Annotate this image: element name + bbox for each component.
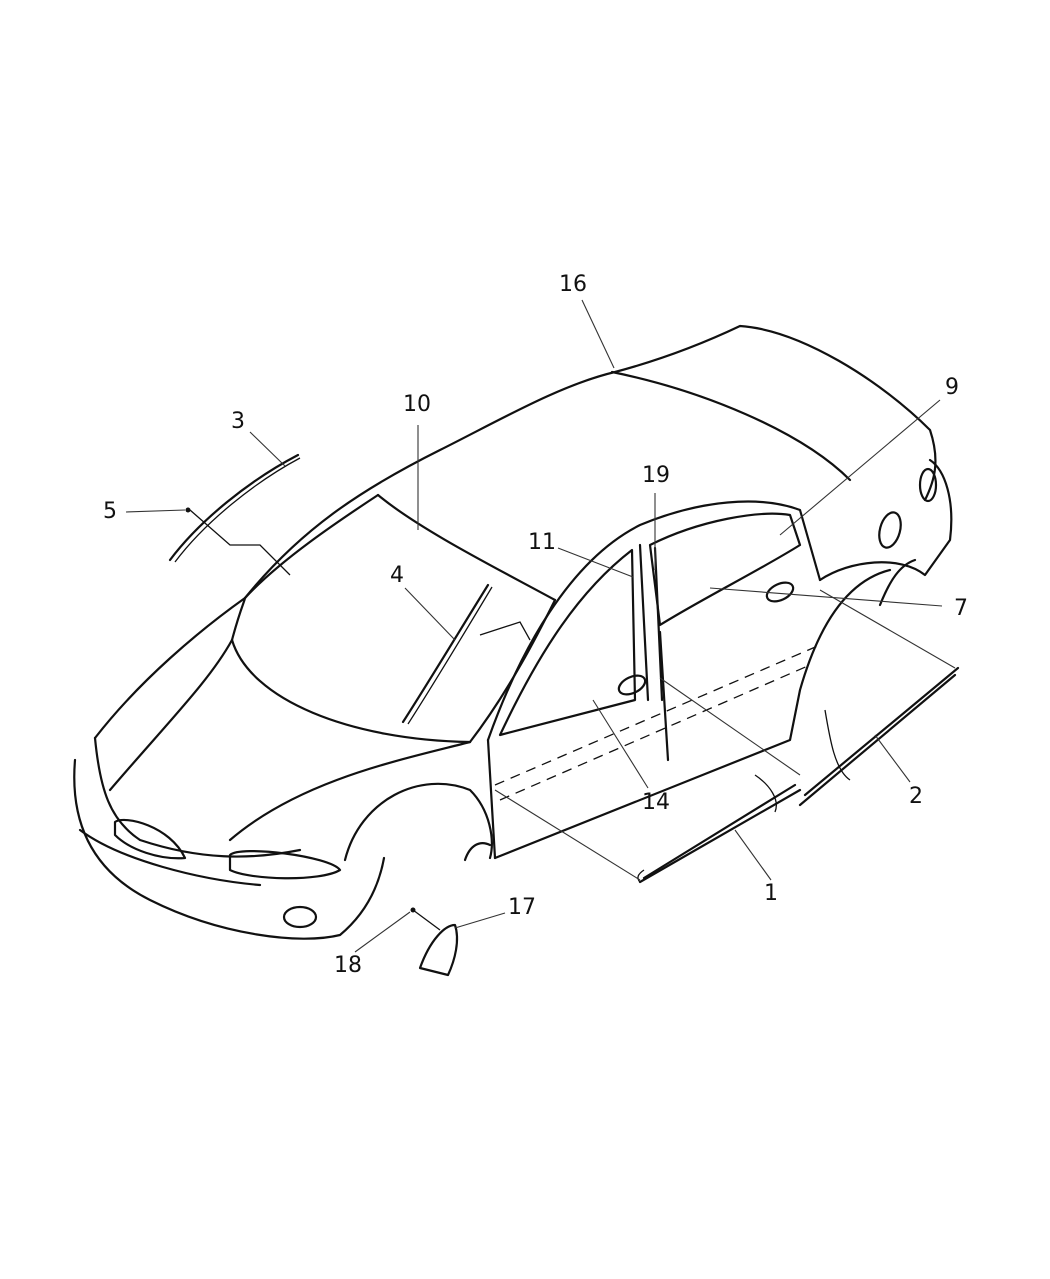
callout-17: 17 bbox=[508, 895, 536, 920]
callout-4: 4 bbox=[390, 563, 404, 588]
callout-16: 16 bbox=[559, 272, 587, 297]
leader-lines bbox=[125, 299, 956, 953]
car-body bbox=[73, 324, 953, 940]
callout-3: 3 bbox=[231, 409, 245, 434]
callout-14: 14 bbox=[642, 790, 670, 815]
callout-1: 1 bbox=[764, 881, 778, 906]
callout-19: 19 bbox=[642, 463, 670, 488]
callout-10: 10 bbox=[403, 392, 431, 417]
callout-11: 11 bbox=[528, 530, 556, 555]
callout-2: 2 bbox=[909, 784, 923, 809]
callout-18: 18 bbox=[334, 953, 362, 978]
callout-5: 5 bbox=[103, 499, 117, 524]
callout-9: 9 bbox=[945, 375, 959, 400]
callout-7: 7 bbox=[954, 596, 968, 621]
loose-parts bbox=[168, 453, 960, 977]
